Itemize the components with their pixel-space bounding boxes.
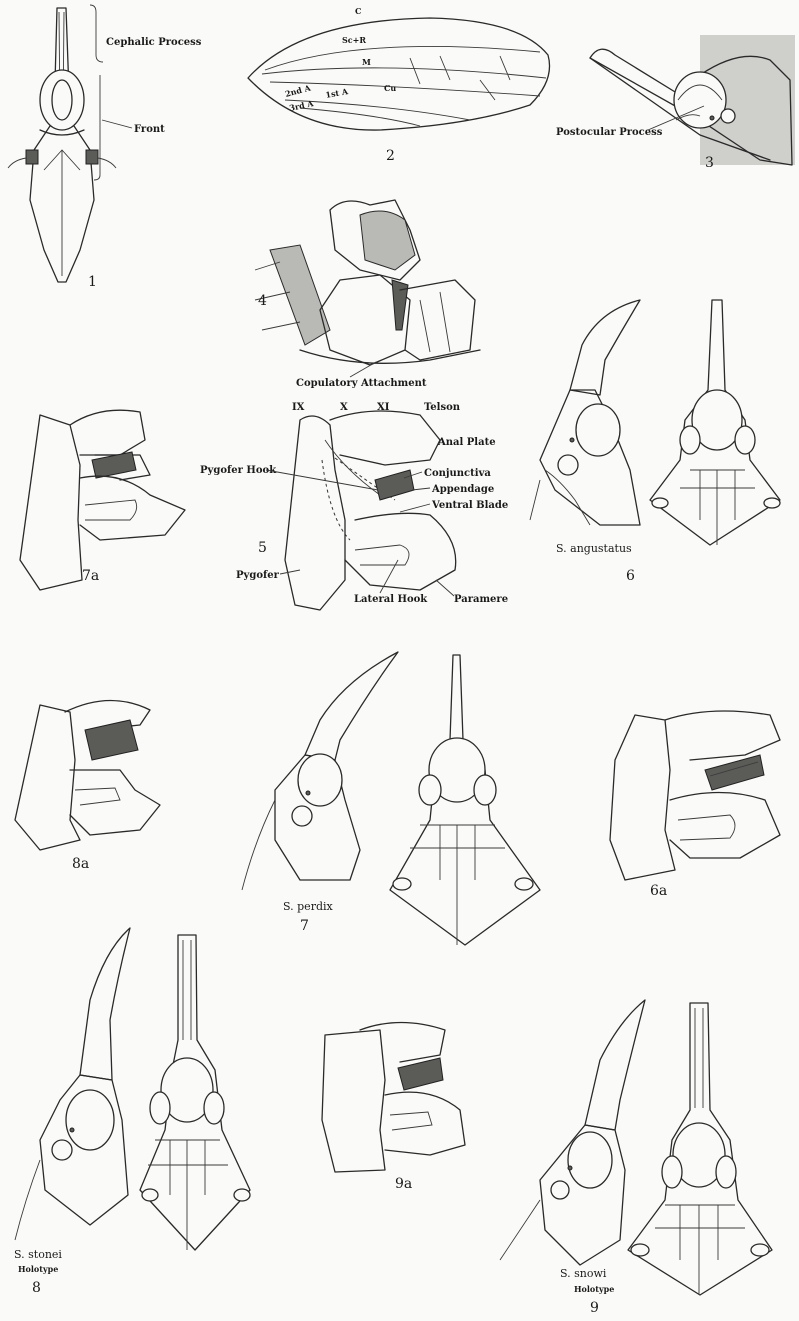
label-vein-1st-a: 1st A [325, 86, 350, 100]
figure-9-number: 9 [590, 1300, 599, 1316]
figure-6a-genitalia: 6a [610, 711, 780, 899]
figure-3-head-lateral: Postocular Process 3 [556, 35, 795, 171]
label-vein-2nd-a: 2nd A [284, 82, 312, 99]
figure-4-number: 4 [258, 293, 267, 309]
label-telson: Telson [424, 402, 461, 413]
figure-8-dorsal [140, 935, 250, 1250]
label-vein-c: C [355, 6, 361, 16]
label-pygofer-hook: Pygofer Hook [200, 465, 277, 476]
figure-6-species: S. angustatus [556, 542, 632, 555]
label-appendage: Appendage [431, 484, 494, 495]
label-front: Front [134, 124, 165, 135]
figure-9-note: Holotype [574, 1284, 614, 1294]
figure-5-genitalia-labeled: IX X XI Telson Anal Plate Pygofer Hook C… [200, 402, 508, 610]
figure-2-wing: C Sc+R M Cu 2nd A 1st A 3rd A 2 [248, 6, 550, 164]
figure-4-copulatory-attachment: 4 Copulatory Attachment [255, 200, 480, 389]
figure-8a-number: 8a [72, 856, 89, 872]
figure-8a-genitalia: 8a [15, 700, 160, 872]
label-vein-sc-r: Sc+R [342, 35, 366, 45]
figure-9a-genitalia: 9a [322, 1023, 465, 1193]
figure-6-number: 6 [626, 568, 635, 584]
label-vein-cu: Cu [384, 83, 396, 93]
figure-7a-number: 7a [82, 568, 99, 584]
label-conjunctiva: Conjunctiva [424, 468, 491, 479]
figure-8-species: S. stonei [14, 1248, 62, 1261]
label-copulatory-attachment: Copulatory Attachment [296, 378, 427, 389]
label-cephalic-process: Cephalic Process [106, 37, 202, 48]
figure-7-number: 7 [300, 918, 309, 934]
figure-6-lateral [530, 300, 640, 525]
label-anal-plate: Anal Plate [437, 437, 496, 448]
figure-1-number: 1 [88, 274, 97, 290]
figure-8-note: Holotype [18, 1264, 58, 1274]
label-x: X [340, 402, 348, 413]
figure-8-lateral [15, 928, 130, 1240]
figure-8-number: 8 [32, 1280, 41, 1296]
figure-2-number: 2 [386, 148, 395, 164]
label-lateral-hook: Lateral Hook [354, 594, 428, 605]
figure-9-lateral [500, 1000, 645, 1265]
figure-7a-genitalia: 7a [20, 410, 185, 590]
figure-7-dorsal [390, 655, 540, 945]
figure-6-dorsal [650, 300, 780, 545]
figure-6a-number: 6a [650, 883, 667, 899]
label-paramere: Paramere [454, 594, 508, 605]
figure-7-lateral [242, 652, 398, 890]
figure-3-number: 3 [705, 155, 714, 171]
figure-1-head-dorsal: Cephalic Process Front 1 [8, 5, 202, 290]
figure-9-dorsal [628, 1003, 772, 1295]
label-pygofer: Pygofer [236, 570, 280, 581]
label-ix: IX [292, 402, 305, 413]
figure-9a-number: 9a [395, 1176, 412, 1192]
label-postocular-process: Postocular Process [556, 127, 663, 138]
figure-9-species: S. snowi [560, 1267, 607, 1280]
label-ventral-blade: Ventral Blade [431, 500, 508, 511]
label-xi: XI [377, 402, 390, 413]
figure-5-number: 5 [258, 540, 267, 556]
label-vein-m: M [362, 57, 371, 67]
figure-7-species: S. perdix [283, 900, 334, 913]
